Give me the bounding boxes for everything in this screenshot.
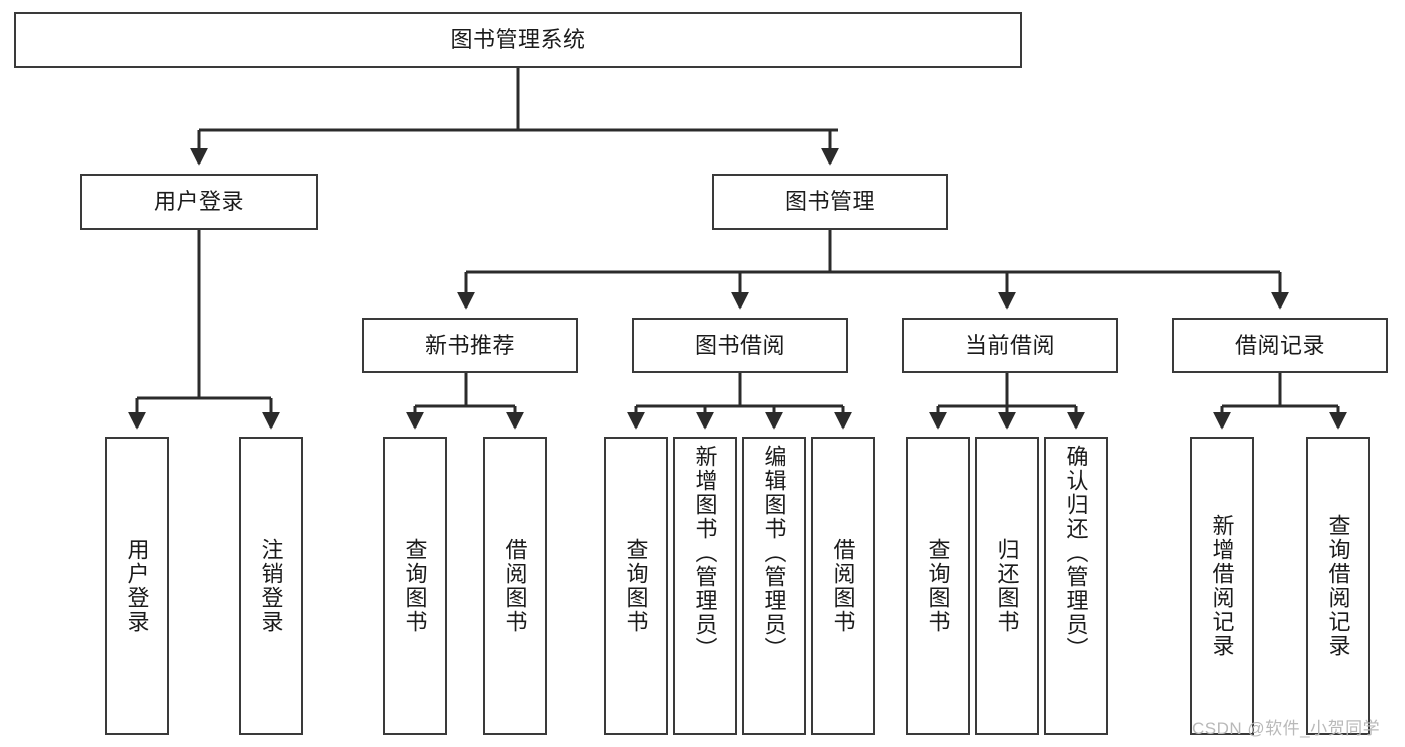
node-book-management[interactable]: 图书管理 [712,174,948,230]
leaf-confirm-return-admin[interactable]: 确认归还（管理员） [1044,437,1108,735]
node-label: 图书借阅 [694,332,785,358]
node-label: 当前借阅 [964,332,1055,358]
node-root-system[interactable]: 图书管理系统 [14,12,1022,68]
node-label: 借阅图书 [502,538,528,634]
node-label: 借阅记录 [1234,332,1325,358]
node-label: 图书管理系统 [450,27,586,53]
leaf-edit-book-admin[interactable]: 编辑图书（管理员） [742,437,806,735]
node-label: 查询图书 [402,538,428,634]
node-label: 注销登录 [258,538,284,634]
node-label: 查询借阅记录 [1325,514,1351,658]
leaf-query-borrow-record[interactable]: 查询借阅记录 [1306,437,1370,735]
node-label: 新书推荐 [424,332,515,358]
leaf-borrow-book-new[interactable]: 借阅图书 [483,437,547,735]
leaf-add-book-admin[interactable]: 新增图书（管理员） [673,437,737,735]
node-label: 查询图书 [925,538,951,634]
leaf-borrow-book[interactable]: 借阅图书 [811,437,875,735]
node-label: 归还图书 [994,538,1020,634]
node-label: 编辑图书（管理员） [761,445,787,661]
watermark: CSDN @软件_小贺同学 [1192,719,1381,738]
leaf-add-borrow-record[interactable]: 新增借阅记录 [1190,437,1254,735]
node-book-borrow[interactable]: 图书借阅 [632,318,848,373]
leaf-logout[interactable]: 注销登录 [239,437,303,735]
leaf-query-book-borrow[interactable]: 查询图书 [604,437,668,735]
node-label: 确认归还（管理员） [1063,445,1089,661]
node-user-login[interactable]: 用户登录 [80,174,318,230]
leaf-query-book-current[interactable]: 查询图书 [906,437,970,735]
leaf-return-book[interactable]: 归还图书 [975,437,1039,735]
node-label: 借阅图书 [830,538,856,634]
node-current-borrow[interactable]: 当前借阅 [902,318,1118,373]
node-label: 用户登录 [153,189,244,215]
node-label: 用户登录 [124,538,150,634]
node-label: 新增借阅记录 [1209,514,1235,658]
node-borrow-record[interactable]: 借阅记录 [1172,318,1388,373]
leaf-user-login[interactable]: 用户登录 [105,437,169,735]
node-label: 查询图书 [623,538,649,634]
node-label: 图书管理 [784,189,875,215]
leaf-query-book-new[interactable]: 查询图书 [383,437,447,735]
node-label: 新增图书（管理员） [692,445,718,661]
node-new-book-recommend[interactable]: 新书推荐 [362,318,578,373]
